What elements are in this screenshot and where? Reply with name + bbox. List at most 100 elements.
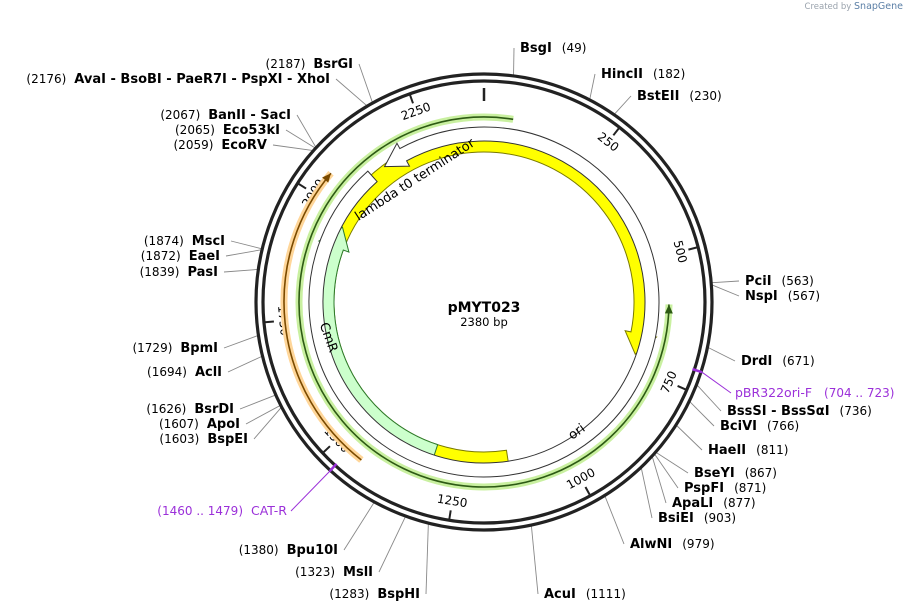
enzyme-leader [343, 502, 375, 551]
enzyme-site[interactable]: ApaLI(877) [672, 496, 756, 511]
enzyme-name: BspHI [377, 587, 420, 602]
enzyme-site[interactable]: AcuI (1111) [544, 587, 626, 602]
feature-line[interactable] [283, 172, 362, 461]
enzyme-leader [358, 63, 373, 103]
enzyme-site[interactable]: BseYI(867) [694, 466, 777, 481]
enzyme-name: DrdI [741, 354, 772, 369]
tick-mark [688, 246, 698, 251]
enzyme-leader [335, 78, 367, 106]
tick-label: 2250 [399, 100, 432, 123]
enzyme-leader [696, 384, 722, 412]
enzyme-name: BsrDI [194, 402, 234, 417]
enzyme-position: (871) [734, 481, 766, 495]
enzyme-site[interactable]: BstEII(230) [637, 89, 722, 104]
enzyme-position: (1111) [586, 587, 626, 601]
enzyme-name: NspI [745, 289, 778, 304]
enzyme-site[interactable]: (2176)AvaI - BsoBI - PaeR7I - PspXI - Xh… [26, 72, 330, 87]
enzyme-site[interactable]: (1626) BsrDI [146, 402, 234, 417]
enzyme-leader [712, 280, 740, 284]
enzyme-position: (736) [840, 404, 872, 418]
enzyme-leader [227, 356, 262, 373]
enzyme-leader [604, 496, 625, 545]
enzyme-site[interactable]: (2067)BanII - SacI [160, 108, 291, 123]
feature-arrowhead [322, 173, 331, 183]
enzyme-leader [689, 401, 715, 427]
enzyme-name: BsrGI [313, 57, 353, 72]
enzyme-site[interactable]: HincII(182) [601, 67, 685, 82]
enzyme-leader [230, 240, 262, 250]
enzyme-site[interactable]: HaeII(811) [708, 443, 788, 458]
enzyme-site[interactable]: AlwNI(979) [630, 537, 715, 552]
enzyme-name: BsiEI [658, 511, 694, 526]
enzyme-site[interactable]: DrdI(671) [741, 354, 815, 369]
enzyme-site[interactable]: (2187)BsrGI [266, 57, 353, 72]
feature-lambda-t0-terminator[interactable] [308, 126, 660, 478]
enzyme-leader [223, 335, 258, 349]
feature-line[interactable] [298, 116, 670, 488]
enzyme-name: BsgI [520, 41, 552, 56]
enzyme-name: BssSI - BssSαI [727, 404, 830, 419]
enzyme-name: PspFI [684, 481, 724, 496]
enzyme-site[interactable]: BssSI - BssSαI (736) [727, 404, 872, 419]
enzyme-site[interactable]: (1283) BspHI [329, 587, 420, 602]
enzyme-position: (1872) [141, 249, 181, 263]
enzyme-leader [640, 468, 653, 519]
enzyme-site[interactable]: NspI (567) [745, 289, 820, 304]
enzyme-site[interactable]: PciI(563) [745, 274, 814, 289]
enzyme-leader [712, 284, 740, 297]
backbone-inner-ring [261, 79, 707, 525]
enzyme-site[interactable]: BciVI(766) [720, 419, 799, 434]
enzyme-position: (903) [704, 511, 736, 525]
feature-arrowhead [664, 304, 673, 314]
enzyme-site[interactable]: (1603)BspEI [159, 432, 248, 447]
enzyme-site[interactable]: PspFI (871) [684, 481, 766, 496]
enzyme-name: AcuI [544, 587, 576, 602]
enzyme-leader [245, 405, 281, 425]
enzyme-name: HincII [601, 67, 643, 82]
enzyme-position: (1874) [144, 234, 184, 248]
enzyme-position: (1729) [132, 341, 172, 355]
credit-prefix: Created by [804, 2, 852, 12]
enzyme-site[interactable]: BsiEI (903) [658, 511, 736, 526]
enzyme-name: MscI [192, 234, 225, 249]
enzyme-leader-lines [223, 47, 740, 595]
primer-range: (1460 .. 1479) [157, 504, 243, 518]
enzyme-position: (49) [562, 41, 587, 55]
enzyme-leader [589, 73, 596, 100]
enzyme-position: (1603) [159, 432, 199, 446]
enzyme-site[interactable]: (1380)Bpu10I [239, 543, 338, 558]
primer-label[interactable]: (1460 .. 1479) CAT-R [157, 503, 287, 518]
enzyme-site[interactable]: (1839)PasI [140, 265, 218, 280]
enzyme-position: (877) [723, 496, 755, 510]
enzyme-name: BseYI [694, 466, 735, 481]
enzyme-site[interactable]: (2065)Eco53kI [175, 123, 280, 138]
primer-name: CAT-R [251, 503, 287, 518]
primer-label[interactable]: pBR322ori-F(704 .. 723) [735, 385, 894, 400]
enzyme-position: (567) [788, 289, 820, 303]
enzyme-position: (979) [682, 537, 714, 551]
enzyme-site[interactable]: (2059)EcoRV [174, 138, 268, 153]
enzyme-site[interactable]: (1729)BpmI [132, 341, 218, 356]
enzyme-position: (1626) [146, 402, 186, 416]
enzyme-site[interactable]: (1607)ApoI [159, 417, 240, 432]
enzyme-position: (1380) [239, 543, 279, 557]
enzyme-position: (1283) [329, 587, 369, 601]
enzyme-site[interactable]: (1874) MscI [144, 234, 225, 249]
tick-mark [409, 94, 414, 104]
enzyme-site[interactable]: (1694)AclI [147, 365, 222, 380]
enzyme-site[interactable]: (1872) EaeI [141, 249, 220, 264]
enzyme-name: EaeI [189, 249, 220, 264]
enzyme-name: PciI [745, 274, 772, 289]
enzyme-leader [253, 407, 282, 440]
tick-mark [448, 510, 452, 520]
enzyme-site[interactable]: (1323)MslI [295, 565, 373, 580]
enzyme-leader [654, 454, 679, 489]
enzyme-label-layer: BsgI (49) HincII(182) BstEII(230) PciI(563)N… [26, 41, 871, 602]
enzyme-position: (2176) [26, 72, 66, 86]
enzyme-site[interactable]: BsgI (49) [520, 41, 586, 56]
enzyme-leader [676, 425, 703, 451]
primer-leader [290, 470, 331, 512]
plasmid-size: 2380 bp [460, 315, 508, 329]
enzyme-leader [285, 129, 316, 149]
